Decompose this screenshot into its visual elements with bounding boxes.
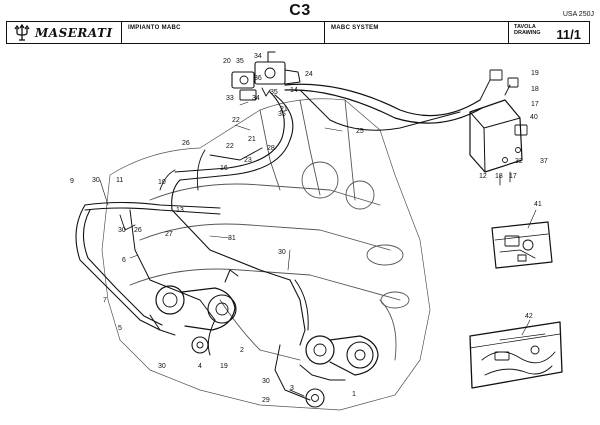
drawing-number: 11/1 <box>556 27 581 42</box>
callout-c11: 11 <box>116 177 123 184</box>
callout-c30: 30 <box>92 177 100 184</box>
callout-c12: 12 <box>479 173 487 180</box>
callout-c5: 5 <box>118 325 122 332</box>
callout-c30b: 30 <box>118 227 126 234</box>
callout-c21b: 21 <box>248 136 256 143</box>
callout-c35b: 35 <box>270 89 278 96</box>
reference-code: USA 250J <box>562 11 594 18</box>
callout-c28: 28 <box>267 145 275 152</box>
trident-logo-icon <box>14 24 30 41</box>
callout-c17: 17 <box>531 101 539 108</box>
callout-c17b: 17 <box>509 173 517 180</box>
callout-c10: 10 <box>158 179 166 186</box>
callout-c24: 24 <box>305 71 313 78</box>
callout-c20: 20 <box>223 58 231 65</box>
callout-c9: 9 <box>70 178 74 185</box>
callout-c42: 42 <box>525 313 533 320</box>
callout-c35c: 35 <box>278 111 286 118</box>
callout-c29: 29 <box>262 397 270 404</box>
english-title-cell: MABC SYSTEM <box>325 22 509 43</box>
tavola-label: TAVOLA <box>514 24 536 30</box>
drawing-label: DRAWING <box>514 30 541 36</box>
italian-title-cell: IMPIANTO MABC <box>122 22 325 43</box>
callout-c16: 16 <box>220 165 228 172</box>
callout-c19: 19 <box>531 70 539 77</box>
callout-c40: 40 <box>530 114 538 121</box>
title-italian: IMPIANTO MABC <box>128 25 181 31</box>
callout-c35: 35 <box>236 58 244 65</box>
engine-linework <box>75 51 563 411</box>
callout-c30d: 30 <box>158 363 166 370</box>
callout-c19b: 19 <box>220 363 228 370</box>
callout-c22: 22 <box>232 117 240 124</box>
callout-c27: 27 <box>165 231 173 238</box>
drawing-number-cell: TAVOLA DRAWING 11/1 <box>509 22 589 43</box>
page-code: C3 <box>289 2 311 19</box>
callout-c26: 26 <box>182 140 190 147</box>
callout-c33: 33 <box>226 95 234 102</box>
callout-c30e: 30 <box>262 378 270 385</box>
callout-c21: 21 <box>280 106 288 113</box>
callout-c23: 23 <box>244 157 252 164</box>
callout-c31: 31 <box>228 235 236 242</box>
callout-c6: 6 <box>122 257 126 264</box>
callout-c2: 2 <box>240 347 244 354</box>
callout-c25: 25 <box>356 128 364 135</box>
callout-c1: 1 <box>352 391 356 398</box>
callout-c18: 18 <box>531 86 539 93</box>
title-english: MABC SYSTEM <box>331 25 379 31</box>
brand-name: MASERATI <box>35 26 113 40</box>
title-block: MASERATI IMPIANTO MABC MABC SYSTEM TAVOL… <box>6 21 590 44</box>
callout-c7: 7 <box>103 297 107 304</box>
callout-c32: 32 <box>515 158 523 165</box>
callout-c34b: 34 <box>252 95 260 102</box>
callout-c4: 4 <box>198 363 202 370</box>
brand-cell: MASERATI <box>7 22 122 43</box>
callout-c13: 13 <box>176 207 184 214</box>
callout-c34: 34 <box>254 53 262 60</box>
callout-c26b: 26 <box>134 227 142 234</box>
callout-c14: 14 <box>290 87 298 94</box>
callout-c22b: 22 <box>226 143 234 150</box>
callout-c30c: 30 <box>278 249 286 256</box>
callout-c3: 3 <box>290 385 294 392</box>
callout-c36: 36 <box>254 75 262 82</box>
callout-c37: 37 <box>540 158 548 165</box>
callout-c18b: 18 <box>495 173 503 180</box>
callout-c41: 41 <box>534 201 542 208</box>
